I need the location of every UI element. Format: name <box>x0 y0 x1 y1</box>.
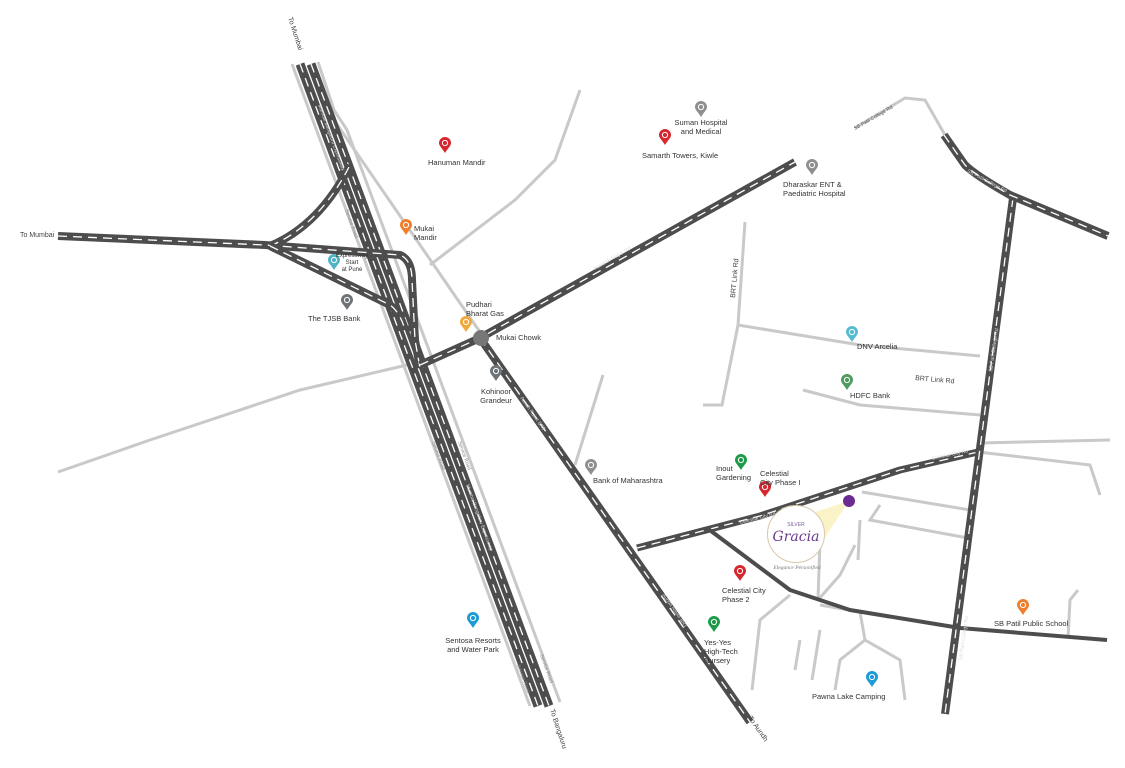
marker-label: Sentosa Resorts and Water Park <box>445 636 501 654</box>
logo-small-text: SILVER <box>787 522 805 528</box>
road-label-to-mumbai-west: To Mumbai <box>20 232 55 239</box>
marker-label: HDFC Bank <box>850 391 891 400</box>
marker-label: Hanuman Mandir <box>428 158 486 167</box>
map-pin-icon[interactable] <box>806 159 818 175</box>
marker-label: Suman Hospital and Medical <box>674 118 728 136</box>
marker-label: Pawna Lake Camping <box>812 692 886 701</box>
map-pin-icon[interactable] <box>328 254 340 270</box>
road-label-sb-patil-top: SB Patil College Rd <box>853 104 894 131</box>
marker-label: The TJSB Bank <box>308 314 361 323</box>
map-pin-icon[interactable] <box>585 459 597 475</box>
map-pin-icon[interactable] <box>759 481 771 497</box>
marker-label: Pudhari Bharat Gas <box>466 300 504 318</box>
marker-label: Mukai Mandir <box>414 224 437 242</box>
map-pin-icon[interactable] <box>695 101 707 117</box>
marker-label: Celestial City Phase 2 <box>722 586 766 604</box>
map-pin-icon[interactable] <box>341 294 353 310</box>
project-location-dot <box>843 495 855 507</box>
junction-label: Mukai Chowk <box>496 333 542 342</box>
map-pin-icon[interactable] <box>708 616 720 632</box>
road-label-brt-link: BRT Link Rd <box>730 258 740 298</box>
marker-label: Samarth Towers, Kiwle <box>642 151 719 160</box>
logo-name: Gracia <box>772 529 820 545</box>
map-pin-icon[interactable] <box>735 454 747 470</box>
map-pin-icon[interactable] <box>467 612 479 628</box>
map-pin-icon[interactable] <box>490 365 502 381</box>
marker-label: SB Patil Public School <box>994 619 1069 628</box>
road-label-to-aundh: To Aundh <box>746 715 769 743</box>
road-label-to-mumbai: To Mumbai <box>286 16 303 51</box>
marker-label: Kohinoor Grandeur <box>480 387 512 405</box>
map-pin-icon[interactable] <box>734 565 746 581</box>
logo-tagline: Elegance Personified <box>773 565 821 571</box>
major-roads <box>57 62 1110 725</box>
marker-label: Bank of Maharashtra <box>593 476 663 485</box>
map-pin-icon[interactable] <box>841 374 853 390</box>
road-label-brt-link-2: BRT Link Rd <box>915 375 955 385</box>
map-pin-icon[interactable] <box>866 671 878 687</box>
road-label-sb-patil: SB Patil College Rd <box>966 168 1008 194</box>
silver-gracia-logo: SILVER Gracia Elegance Personified <box>767 505 825 571</box>
marker-label: Inout Gardening <box>716 464 752 482</box>
map-pin-icon[interactable] <box>439 137 451 153</box>
map-pin-icon[interactable] <box>460 316 472 332</box>
map-pin-icon[interactable] <box>400 219 412 235</box>
minor-roads <box>57 61 1111 707</box>
map-pin-icon[interactable] <box>659 129 671 145</box>
marker-label: Expressway Start at Pune <box>335 253 369 273</box>
marker-label: Yes-Yes High-Tech Nursery <box>704 638 738 665</box>
marker-label: Celestial City Phase I <box>760 469 801 487</box>
road-label-aundh-ravet-2: Aundh Ravet BRT <box>660 593 688 629</box>
road-label-to-bangaluru: To Bangaluru <box>548 708 567 749</box>
roundabout <box>473 330 489 346</box>
road-label-aundh-ravet: Aundh Ravet BRT <box>518 396 546 432</box>
marker-label: Dharaskar ENT & Paediatric Hospital <box>783 180 846 198</box>
map-pin-icon[interactable] <box>1017 599 1029 615</box>
marker-label: DNV Arcelia <box>857 342 898 351</box>
map-pin-icon[interactable] <box>846 326 858 342</box>
